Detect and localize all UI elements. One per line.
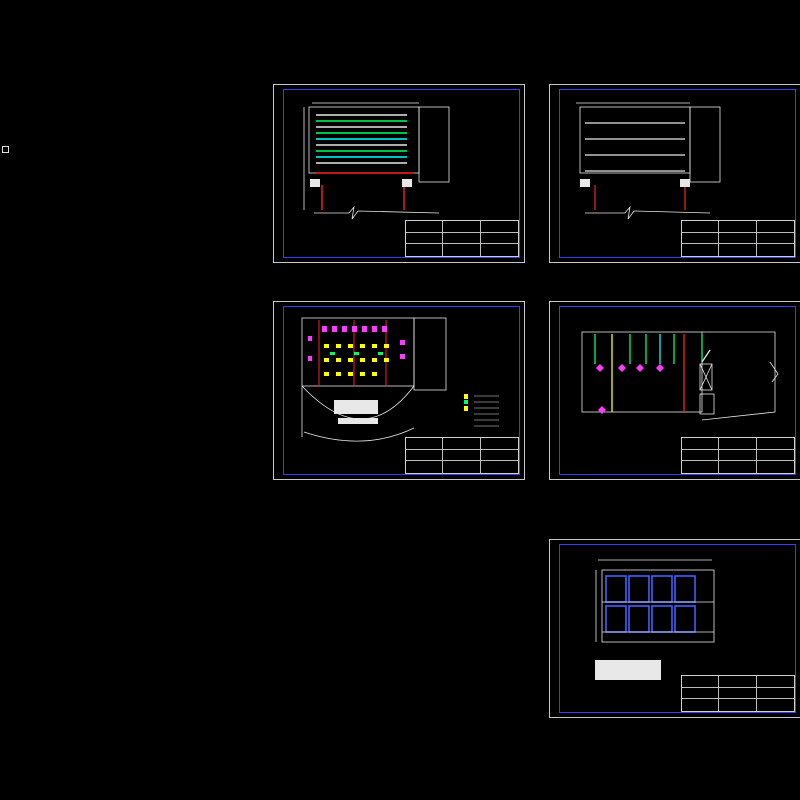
title-block: [405, 437, 519, 474]
selection-marker[interactable]: [2, 146, 9, 153]
title-block: [681, 220, 795, 257]
sheet-border: [559, 89, 796, 258]
section-drawing: [581, 331, 779, 421]
drawing-sheet-5[interactable]: [549, 539, 800, 718]
seating-plan-drawing: [301, 317, 499, 442]
sheet-border: [559, 544, 796, 713]
plan-drawing: [576, 102, 721, 220]
title-block: [681, 675, 795, 712]
plan-drawing: [303, 102, 450, 220]
drawing-sheet-2[interactable]: [549, 84, 800, 263]
drawing-sheet-1[interactable]: [273, 84, 525, 263]
drawing-sheet-3[interactable]: [273, 301, 525, 480]
sheet-border: [559, 306, 796, 475]
title-block: [681, 437, 795, 474]
elevation-drawing: [595, 559, 715, 680]
sheet-border: [283, 306, 520, 475]
sheet-border: [283, 89, 520, 258]
drawing-sheet-4[interactable]: [549, 301, 800, 480]
title-block: [405, 220, 519, 257]
